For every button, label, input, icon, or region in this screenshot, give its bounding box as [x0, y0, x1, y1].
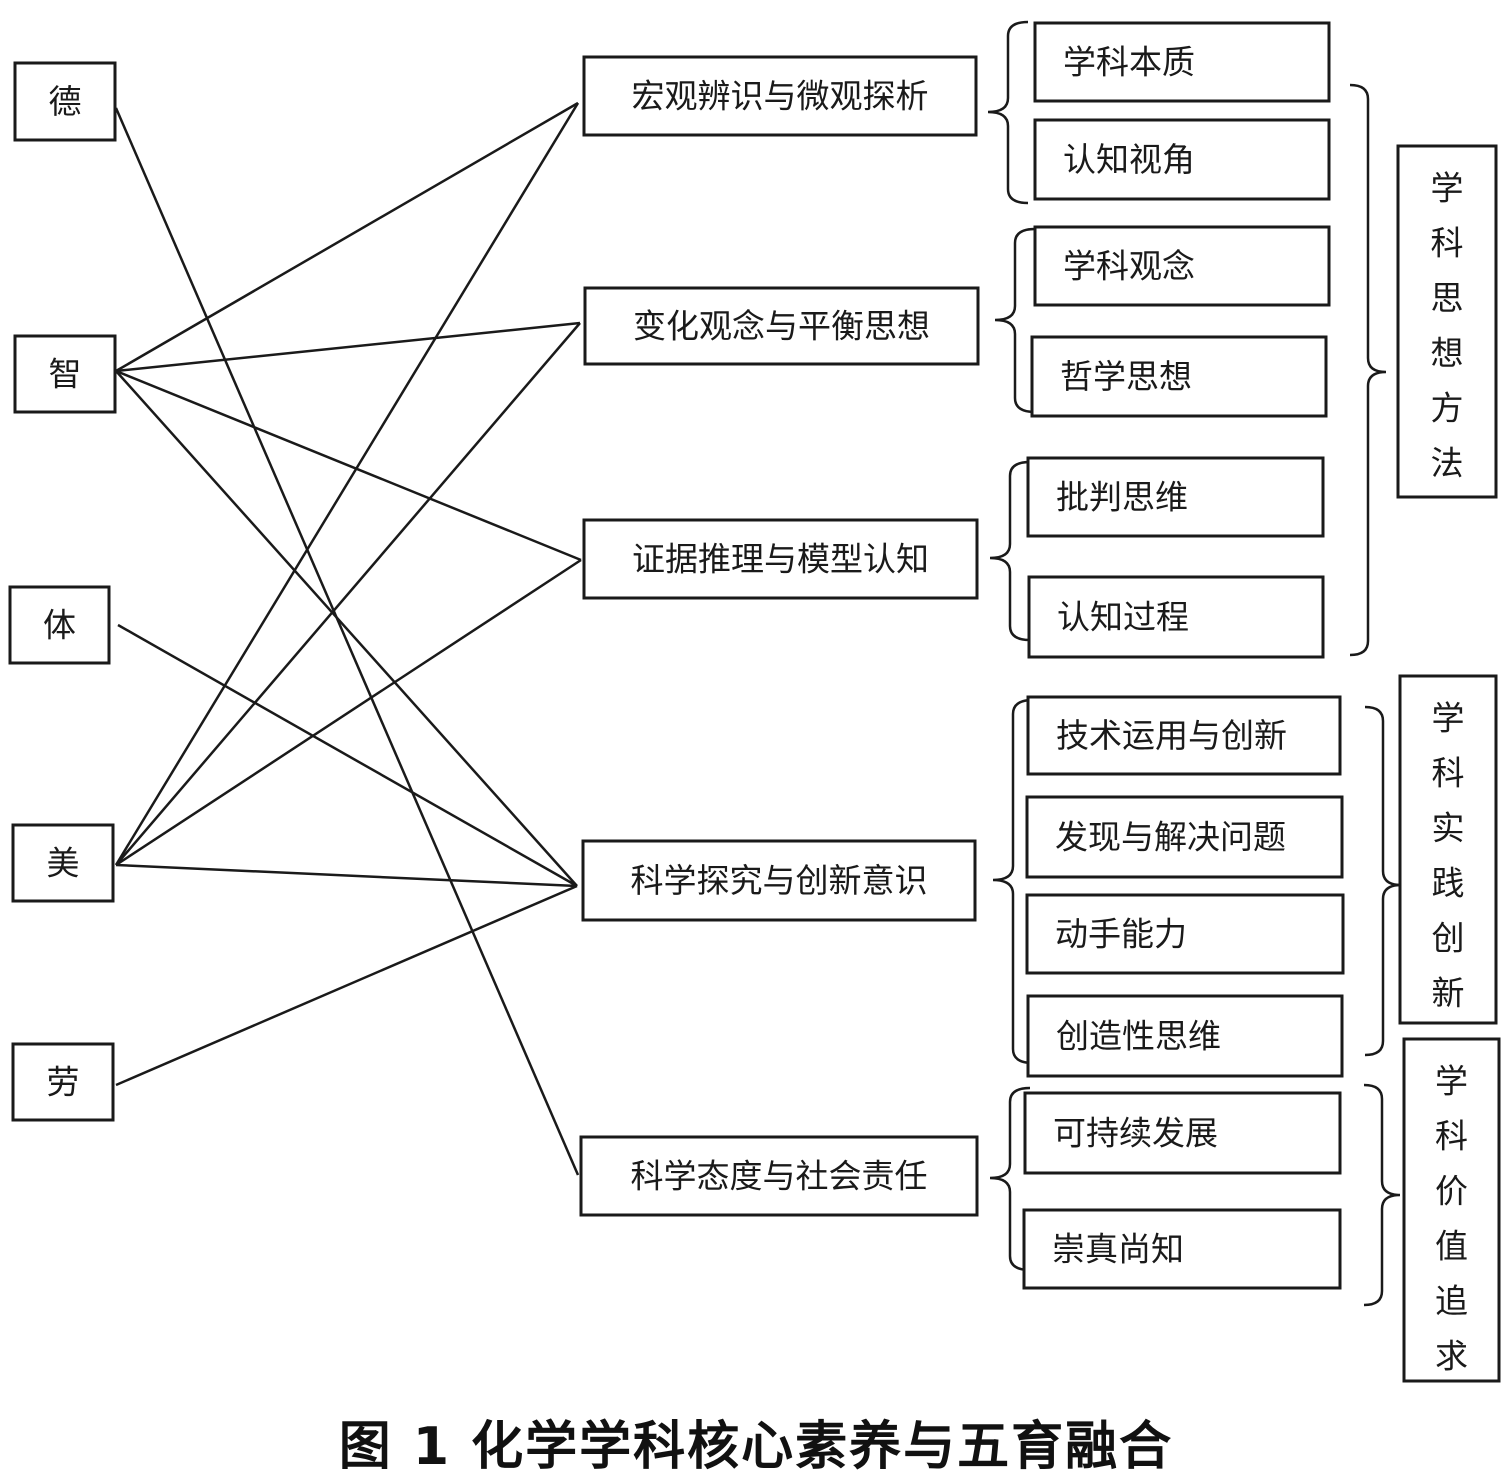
figure-caption: 图 1 化学学科核心素养与五育融合: [338, 1417, 1174, 1477]
competency-node-2-label: 变化观念与平衡思想: [633, 307, 930, 346]
category-1-char-6: 法: [1431, 444, 1464, 483]
competency-node-4-label: 科学探究与创新意识: [631, 861, 928, 900]
competency-node-1: 宏观辨识与微观探析: [582, 55, 978, 137]
link-3: [115, 321, 581, 373]
detail-node-4: 哲学思想: [1030, 335, 1328, 418]
category-1-char-4: 想: [1431, 334, 1464, 373]
education-node-2: 智: [13, 334, 117, 414]
detail-node-12-label: 崇真尚知: [1052, 1230, 1184, 1269]
link-2: [115, 101, 579, 373]
category-1-char-2: 科: [1431, 224, 1464, 263]
right-brace-1: [1349, 83, 1387, 657]
category-1-char-1: 学: [1431, 169, 1464, 208]
category-2-char-2: 科: [1432, 754, 1465, 793]
detail-node-10-label: 创造性思维: [1056, 1017, 1221, 1056]
detail-node-5-label: 批判思维: [1056, 478, 1188, 517]
link-5: [115, 370, 578, 887]
category-3-char-1: 学: [1435, 1062, 1468, 1101]
detail-node-11-label: 可持续发展: [1053, 1114, 1218, 1153]
connection-lines: [114, 101, 582, 1176]
category-3-char-5: 追: [1435, 1282, 1468, 1321]
detail-node-8-label: 发现与解决问题: [1055, 818, 1286, 857]
education-node-5: 劳: [11, 1042, 115, 1122]
competency-node-3-label: 证据推理与模型认知: [632, 540, 929, 579]
category-2-char-4: 践: [1432, 864, 1465, 903]
detail-node-3: 学科观念: [1033, 225, 1331, 307]
education-node-1: 德: [13, 61, 117, 142]
competency-node-5-label: 科学态度与社会责任: [631, 1157, 928, 1196]
detail-node-1: 学科本质: [1033, 21, 1331, 103]
detail-node-9-label: 动手能力: [1055, 915, 1187, 954]
competency-node-5: 科学态度与社会责任: [579, 1135, 979, 1217]
detail-node-6-label: 认知过程: [1057, 598, 1189, 637]
detail-node-7: 技术运用与创新: [1026, 695, 1342, 776]
competency-node-3: 证据推理与模型认知: [582, 518, 979, 600]
left-brace-4: [992, 698, 1034, 1065]
education-node-2-label: 智: [49, 355, 82, 394]
right-brace-2: [1364, 705, 1402, 1057]
education-node-3-label: 体: [43, 606, 76, 645]
category-2-char-1: 学: [1432, 699, 1465, 738]
detail-node-6: 认知过程: [1027, 575, 1325, 659]
left-brace-5: [989, 1086, 1031, 1272]
detail-node-7-label: 技术运用与创新: [1056, 716, 1287, 755]
category-3-char-3: 价: [1435, 1172, 1468, 1211]
competency-node-1-label: 宏观辨识与微观探析: [632, 77, 929, 116]
detail-node-12: 崇真尚知: [1022, 1208, 1342, 1290]
link-6: [117, 623, 578, 888]
category-1-char-3: 思: [1431, 279, 1464, 318]
competency-node-2: 变化观念与平衡思想: [583, 286, 980, 366]
education-node-4-label: 美: [47, 844, 80, 883]
education-node-5-label: 劳: [47, 1063, 80, 1102]
category-2-char-5: 创: [1432, 919, 1465, 958]
link-7: [114, 102, 580, 866]
detail-node-9: 动手能力: [1025, 893, 1345, 975]
detail-node-4-label: 哲学思想: [1060, 357, 1192, 396]
link-9: [115, 558, 582, 867]
education-node-1-label: 德: [49, 82, 82, 121]
detail-node-10: 创造性思维: [1026, 994, 1344, 1078]
detail-node-3-label: 学科观念: [1063, 247, 1195, 286]
category-2-char-3: 实: [1432, 809, 1465, 848]
link-8: [115, 322, 581, 866]
category-3-char-6: 求: [1435, 1337, 1468, 1376]
link-10: [115, 863, 578, 888]
detail-node-8: 发现与解决问题: [1025, 795, 1344, 879]
left-brace-2: [994, 227, 1036, 414]
link-4: [115, 369, 582, 562]
link-11: [115, 884, 578, 1087]
detail-node-5: 批判思维: [1026, 456, 1325, 538]
right-brace-3: [1363, 1083, 1401, 1307]
competency-node-4: 科学探究与创新意识: [581, 839, 977, 922]
category-3-char-2: 科: [1435, 1117, 1468, 1156]
category-3-char-4: 值: [1435, 1227, 1468, 1266]
education-node-3: 体: [8, 585, 111, 665]
detail-node-2-label: 认知视角: [1063, 140, 1195, 179]
detail-node-2: 认知视角: [1033, 118, 1331, 201]
link-1: [114, 107, 580, 1176]
detail-node-11: 可持续发展: [1023, 1091, 1342, 1175]
left-brace-1: [987, 20, 1029, 205]
category-1-char-5: 方: [1431, 389, 1464, 428]
category-2-char-6: 新: [1432, 974, 1465, 1013]
left-brace-3: [989, 460, 1031, 642]
detail-node-1-label: 学科本质: [1063, 43, 1195, 82]
education-node-4: 美: [11, 823, 115, 903]
